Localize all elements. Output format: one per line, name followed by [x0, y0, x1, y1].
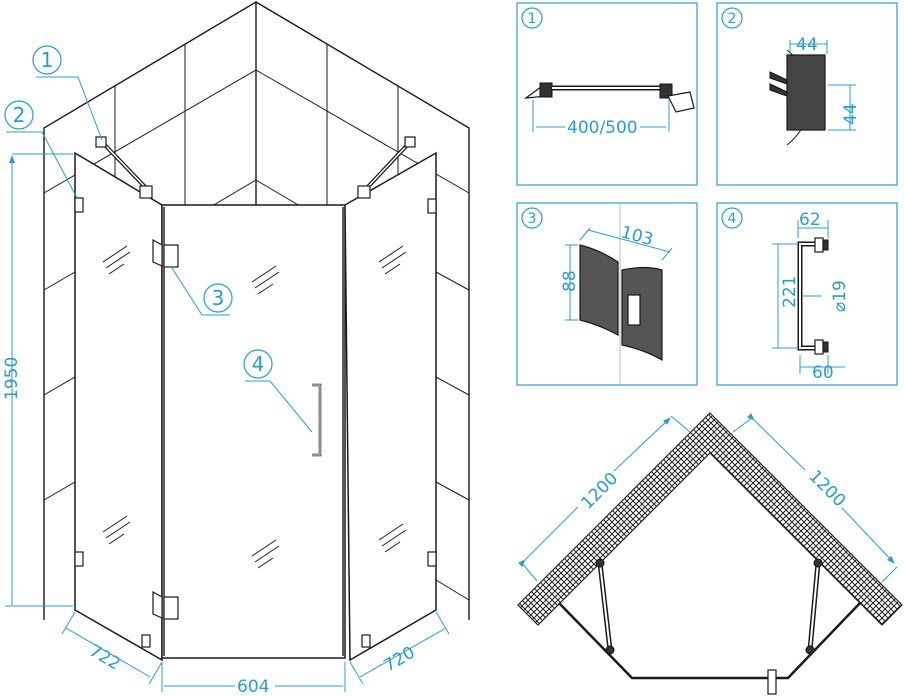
svg-text:62: 62 [799, 210, 821, 230]
svg-text:1: 1 [528, 11, 537, 27]
plan-view: 1200 1200 [517, 412, 903, 695]
callout-4: 4 [243, 349, 313, 433]
svg-text:2: 2 [728, 11, 737, 27]
wall-brackets [74, 197, 437, 648]
right-fixed-panel [344, 151, 437, 662]
tiled-walls [43, 1, 470, 620]
glass-outline [558, 602, 861, 680]
svg-text:720: 720 [381, 643, 419, 677]
svg-text:4: 4 [252, 352, 265, 376]
dimension-height: 1950 [2, 153, 73, 607]
svg-text:604: 604 [237, 677, 269, 696]
dimension-door: 604 [161, 662, 346, 696]
isometric-view: 1 2 3 4 1950 722 [2, 1, 470, 696]
svg-text:44: 44 [796, 35, 818, 55]
svg-text:60: 60 [812, 363, 834, 383]
callout-2: 2 [4, 100, 78, 199]
detail-3-hinge: 3 103 88 [516, 202, 698, 386]
support-bars-plan [595, 558, 823, 655]
wall-section [517, 412, 903, 626]
svg-text:44: 44 [841, 103, 861, 125]
svg-text:2: 2 [13, 103, 26, 127]
left-fixed-panel [74, 151, 163, 662]
glass-reflection-marks [102, 245, 407, 569]
svg-text:1200: 1200 [804, 466, 849, 511]
svg-text:1950: 1950 [2, 357, 22, 400]
svg-text:88: 88 [560, 270, 580, 292]
detail-2-wall-bracket: 2 44 44 [716, 2, 898, 186]
door-panel [161, 204, 346, 659]
wall-support-bars [95, 136, 416, 199]
detail-4-handle: 4 62 221 ⌀19 60 [716, 202, 898, 386]
svg-text:3: 3 [212, 286, 225, 310]
door-hinges [152, 238, 179, 620]
svg-text:4: 4 [728, 211, 737, 227]
svg-text:221: 221 [780, 276, 800, 308]
svg-text:⌀19: ⌀19 [830, 280, 850, 312]
callout-3: 3 [171, 267, 233, 316]
handle-plan [767, 669, 777, 695]
svg-text:722: 722 [86, 641, 124, 675]
svg-text:3: 3 [528, 211, 537, 227]
callout-1: 1 [32, 45, 103, 141]
detail-1-wall-support: 1 400/500 [516, 2, 698, 186]
door-handle [312, 383, 322, 457]
svg-text:400/500: 400/500 [567, 118, 638, 138]
svg-text:1: 1 [41, 48, 54, 72]
